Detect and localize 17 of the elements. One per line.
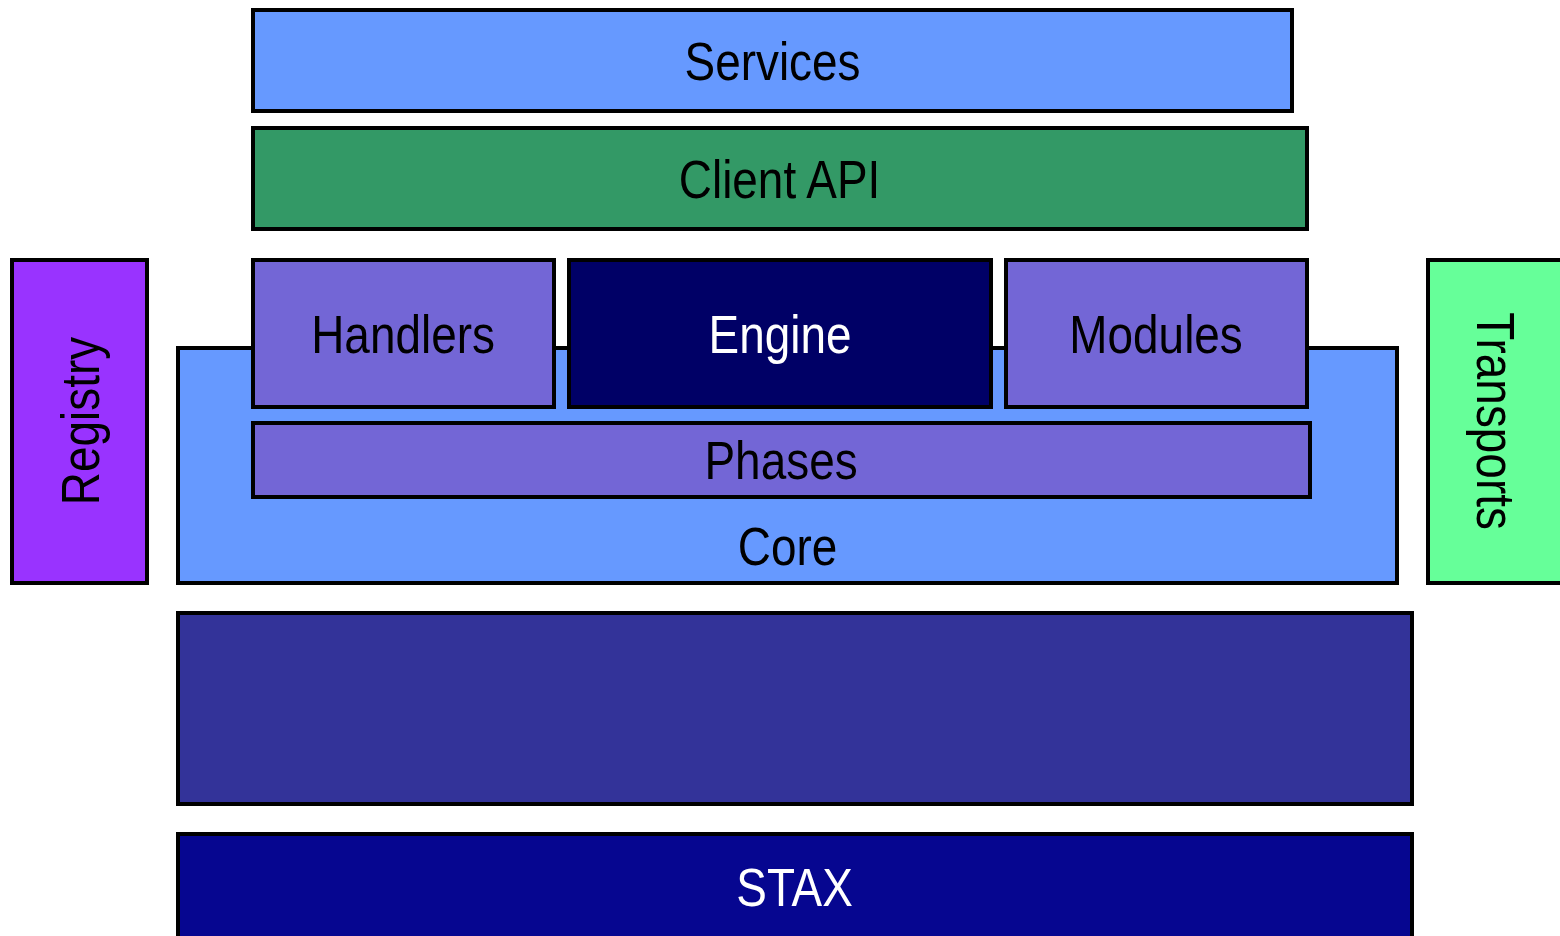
layer-box: [251, 421, 1312, 499]
layer-label: Handlers: [311, 306, 496, 361]
layer-box: [1004, 258, 1309, 409]
layer-box: [567, 258, 993, 409]
layer-label: Core: [737, 519, 838, 573]
layer-label: Phases: [704, 433, 859, 487]
layer-box: [176, 611, 1414, 806]
layer-label: Modules: [1069, 306, 1244, 361]
layer-label: Services: [684, 33, 861, 88]
layer-box: [251, 258, 556, 409]
layer-box: [176, 832, 1414, 936]
layer-box: [251, 126, 1309, 231]
layer-box: [10, 258, 149, 585]
layer-box: [251, 8, 1294, 113]
layer-label: Client API: [679, 151, 881, 206]
layer-box: [1426, 258, 1560, 585]
layer-label: STAX: [736, 860, 854, 914]
